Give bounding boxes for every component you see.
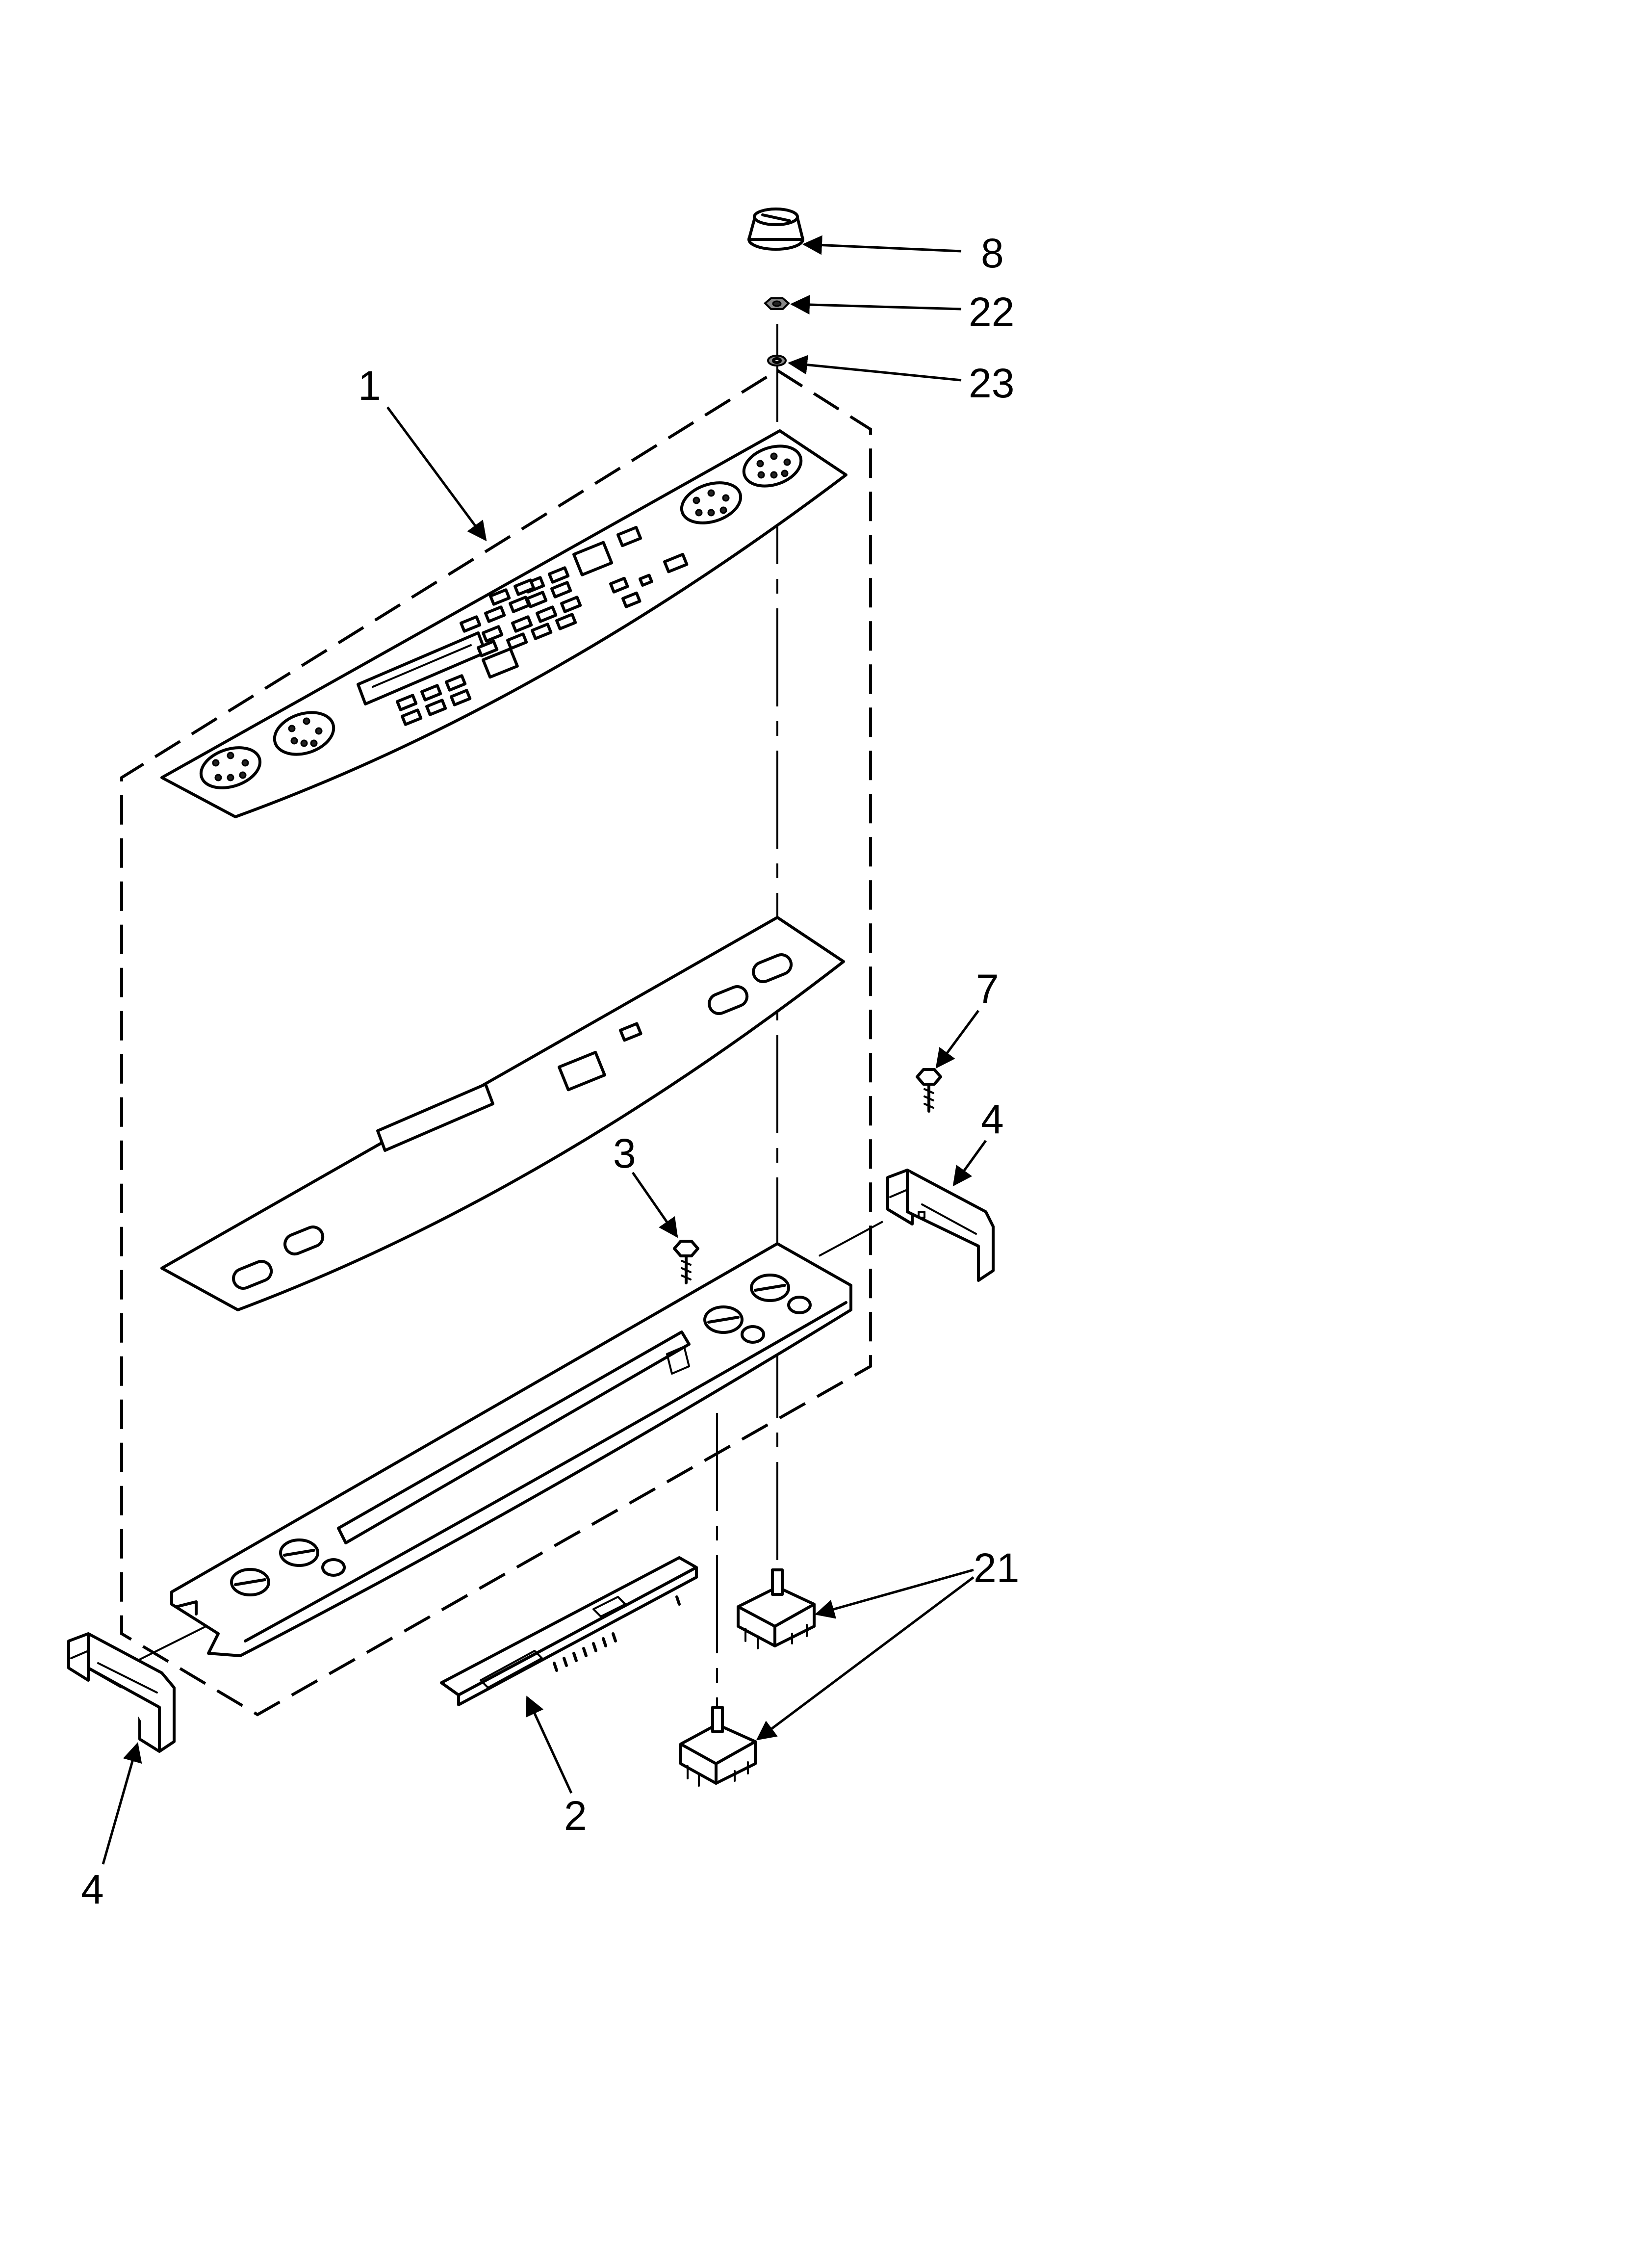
burner-symbol-left-2 <box>273 711 335 756</box>
control-panel-housing <box>170 1242 852 1657</box>
housing-knob-hole <box>230 1568 270 1596</box>
callout-3: 3 <box>613 1130 636 1176</box>
leader-21-lower <box>756 1576 975 1741</box>
callout-1: 1 <box>358 363 381 409</box>
leader-23 <box>788 355 962 382</box>
callout-2: 2 <box>564 1793 587 1839</box>
control-panel-overlay-part-1 <box>160 429 847 818</box>
leader-21-upper <box>815 1568 974 1619</box>
callout-8: 8 <box>981 230 1004 276</box>
washer-part-23 <box>767 355 787 366</box>
leader-1 <box>386 406 487 542</box>
callout-4-left: 4 <box>81 1866 104 1912</box>
callout-7: 7 <box>976 966 999 1012</box>
leader-3 <box>631 1172 678 1238</box>
leader-2 <box>525 1695 573 1794</box>
leader-4-left <box>102 1742 142 1865</box>
leader-8 <box>802 235 962 255</box>
assembly-boundary-dashed <box>120 368 872 1717</box>
burner-symbol-left-1 <box>199 746 262 789</box>
nut-part-22 <box>764 297 790 310</box>
housing-lamp-hole <box>787 1296 812 1314</box>
callout-21: 21 <box>974 1545 1019 1591</box>
screw-part-3 <box>673 1240 699 1284</box>
assembly-axis-endcap-left <box>137 1625 206 1662</box>
leader-4-right <box>952 1140 987 1187</box>
leader-22 <box>790 295 962 315</box>
housing-knob-hole <box>750 1274 790 1302</box>
assembly-axis-endcap-right <box>819 1221 883 1257</box>
housing-lamp-hole <box>321 1558 346 1577</box>
housing-lamp-hole <box>741 1325 765 1344</box>
callout-23: 23 <box>969 360 1014 406</box>
screw-part-7 <box>916 1068 942 1113</box>
end-cap-right-part-4 <box>886 1169 995 1282</box>
burner-symbol-right-2 <box>742 444 803 488</box>
leader-7 <box>935 1010 980 1069</box>
electronic-control-part-2 <box>440 1556 698 1706</box>
control-panel-backing <box>160 916 845 1311</box>
overlay-indicators <box>572 526 689 608</box>
housing-knob-hole <box>703 1305 744 1334</box>
end-cap-left-part-4 <box>67 1632 176 1753</box>
callout-4-right: 4 <box>981 1096 1004 1142</box>
housing-knob-hole <box>279 1538 319 1567</box>
rotary-switch-lower-part-21 <box>679 1706 757 1787</box>
burner-symbol-right-1 <box>680 481 743 524</box>
knob-part-8 <box>747 208 804 251</box>
callout-22: 22 <box>969 289 1014 335</box>
overlay-keypad <box>396 566 582 726</box>
rotary-switch-upper-part-21 <box>737 1568 816 1649</box>
